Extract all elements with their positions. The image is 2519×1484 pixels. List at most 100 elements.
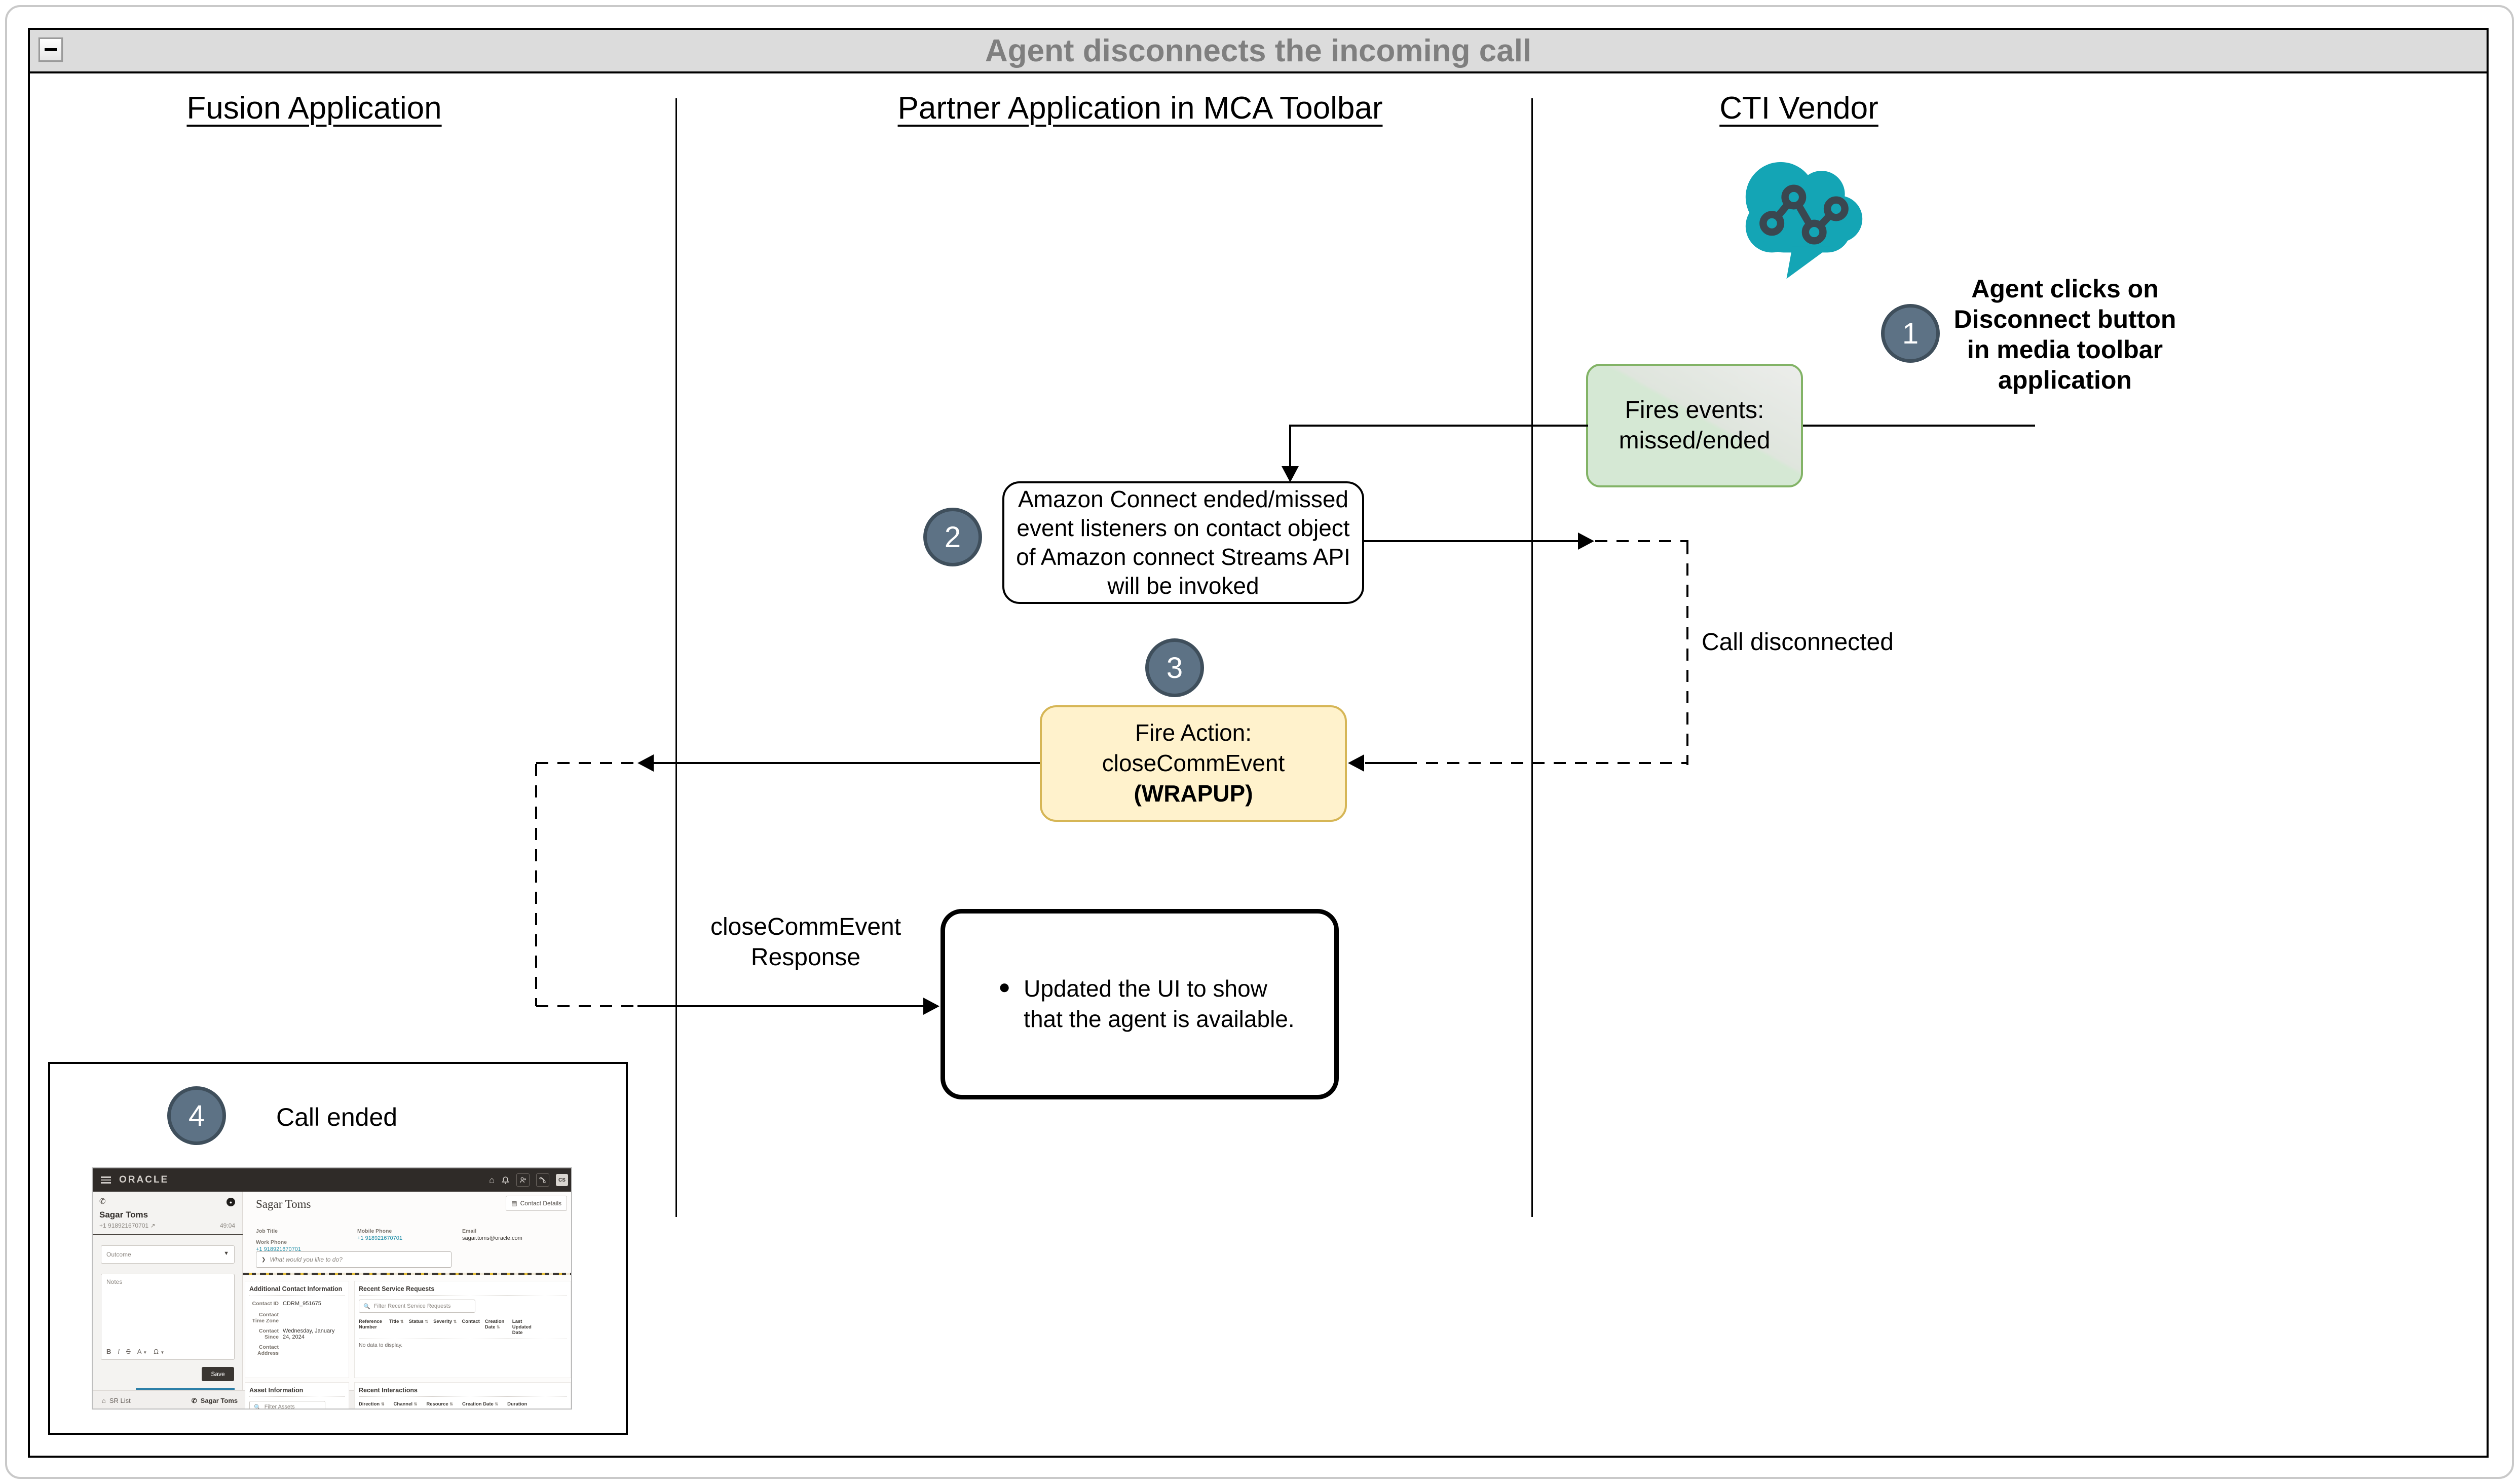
document-icon: ▤ — [511, 1200, 517, 1207]
ui-updated-box: ● Updated the UI to show that the agent … — [941, 909, 1339, 1099]
call-timer: 49:04 — [219, 1222, 235, 1229]
notes-textarea[interactable]: Notes B I S A ▼ Ω ▼ — [101, 1274, 235, 1360]
box-line: event listeners on contact object — [1017, 514, 1350, 541]
box-line: Fires events: — [1625, 397, 1764, 424]
font-color-icon[interactable]: A ▼ — [137, 1348, 147, 1355]
mobile-phone-label: Mobile Phone — [357, 1228, 392, 1234]
action-search-input[interactable]: ❯ What would you like to do? — [256, 1251, 452, 1268]
search-icon: 🔍 — [363, 1303, 370, 1310]
box-line: closeCommEvent — [1102, 750, 1285, 777]
search-placeholder: What would you like to do? — [270, 1256, 343, 1263]
annotation-line: Agent clicks on — [1971, 275, 2159, 303]
chevron-right-icon: ❯ — [261, 1257, 266, 1263]
bullet-text: Updated the UI to show that the agent is… — [1024, 975, 1295, 1032]
arrowhead-left — [1348, 754, 1364, 772]
rsr-filter-input[interactable]: 🔍 Filter Recent Service Requests — [359, 1300, 475, 1313]
dashed-return-h2 — [536, 1005, 637, 1007]
ri-col[interactable]: Duration — [507, 1401, 528, 1407]
asset-filter-input[interactable]: 🔍 Filter Assets — [249, 1401, 325, 1410]
strikethrough-icon[interactable]: S — [126, 1348, 131, 1355]
omega-icon[interactable]: Ω ▼ — [154, 1348, 165, 1355]
hamburger-icon[interactable] — [101, 1175, 111, 1185]
recent-service-requests-card: Recent Service Requests 🔍 Filter Recent … — [354, 1281, 571, 1378]
fires-events-box: Fires events: missed/ended — [1586, 364, 1803, 487]
job-title-label: Job Title — [256, 1228, 278, 1234]
lane-header-fusion: Fusion Application — [186, 91, 442, 126]
step-number: 2 — [944, 520, 961, 554]
ri-col[interactable]: Creation Date ⇅ — [462, 1401, 499, 1407]
bell-icon[interactable] — [501, 1176, 510, 1185]
step-badge-3: 3 — [1145, 638, 1204, 697]
panel-divider — [93, 1234, 243, 1235]
call-disconnected-label: Call disconnected — [1702, 629, 1894, 656]
mobile-phone-value[interactable]: +1 918921670701 — [357, 1235, 403, 1241]
ri-col[interactable]: Resource ⇅ — [426, 1401, 454, 1407]
call-ended-label: Call ended — [276, 1103, 398, 1131]
connector-box2-right — [1364, 540, 1579, 542]
card-title: Asset Information — [249, 1387, 345, 1397]
chevron-down-icon: ▼ — [223, 1250, 229, 1257]
dashed-return-h1 — [536, 762, 635, 764]
rsr-col[interactable]: Contact — [462, 1319, 480, 1324]
label-line: closeCommEvent — [710, 914, 901, 940]
diagram-frame — [28, 28, 2489, 1458]
lifeline-fusion-partner — [675, 98, 677, 1217]
softphone-panel: ✆ ● Sagar Toms +1 918921670701 ↗ 49:04 O… — [93, 1192, 243, 1390]
rsr-col[interactable]: Status ⇅ — [408, 1319, 429, 1324]
connector-into-yellow — [1365, 762, 1408, 764]
ri-col[interactable]: Channel ⇅ — [393, 1401, 418, 1407]
lane-header-cti: CTI Vendor — [1719, 91, 1878, 126]
tab-sr-list[interactable]: ⌂ SR List — [102, 1397, 131, 1404]
button-label: Contact Details — [520, 1200, 561, 1207]
caller-name: Sagar Toms — [99, 1210, 148, 1220]
response-label: closeCommEvent Response — [669, 912, 943, 973]
phone-toolbar-icon[interactable] — [536, 1173, 549, 1187]
italic-icon[interactable]: I — [118, 1348, 120, 1355]
annotation-line: Disconnect button — [1953, 305, 2176, 333]
diagram-title: Agent disconnects the incoming call — [985, 33, 1532, 68]
agent-status-icon[interactable] — [516, 1173, 530, 1187]
address-label: Contact Address — [257, 1344, 279, 1356]
filter-placeholder: Filter Recent Service Requests — [373, 1303, 451, 1309]
box-line: (WRAPUP) — [1134, 780, 1253, 807]
arrowhead-left — [637, 754, 654, 772]
collapse-button[interactable] — [39, 37, 63, 62]
contact-heading: Sagar Toms — [256, 1198, 311, 1210]
search-icon: 🔍 — [254, 1404, 261, 1410]
rsr-col[interactable]: Last Updated Date — [512, 1319, 532, 1336]
rsr-col[interactable]: Reference Number — [359, 1319, 382, 1330]
box-line: Fire Action: — [1135, 719, 1252, 746]
bold-icon[interactable]: B — [106, 1348, 111, 1355]
ri-col[interactable]: Direction ⇅ — [359, 1401, 385, 1407]
tz-label: Contact Time Zone — [252, 1312, 279, 1324]
diagram-title-bar: Agent disconnects the incoming call — [30, 30, 2487, 73]
box-line: Amazon Connect ended/missed — [1018, 485, 1349, 512]
rsr-col[interactable]: Severity ⇅ — [433, 1319, 457, 1324]
since-label: Contact Since — [258, 1328, 279, 1340]
tab-label: SR List — [109, 1397, 131, 1404]
oracle-logo: ORACLE — [119, 1174, 169, 1185]
selection-ants-divider — [243, 1273, 571, 1275]
save-button[interactable]: Save — [202, 1367, 234, 1381]
dashed-connector-h2 — [1405, 762, 1688, 764]
rsr-col[interactable]: Title ⇅ — [389, 1319, 404, 1324]
arrowhead-right — [923, 998, 939, 1015]
caller-phone: +1 918921670701 ↗ — [99, 1222, 156, 1229]
step-badge-4: 4 — [167, 1086, 226, 1145]
avatar[interactable]: CS — [556, 1174, 568, 1186]
asset-information-card: Asset Information 🔍 Filter Assets — [245, 1382, 349, 1410]
work-phone-label: Work Phone — [256, 1239, 287, 1245]
app-top-bar: ORACLE ⌂ CS — [93, 1168, 571, 1192]
dashed-connector-v1 — [1686, 542, 1688, 765]
email-value: sagar.toms@oracle.com — [462, 1235, 522, 1241]
rsr-col[interactable]: Creation Date ⇅ — [484, 1319, 505, 1330]
work-phone-value[interactable]: +1 918921670701 — [256, 1246, 302, 1252]
home-icon[interactable]: ⌂ — [489, 1174, 495, 1185]
contact-details-button[interactable]: ▤ Contact Details — [506, 1196, 567, 1211]
outcome-select[interactable]: Outcome ▼ — [101, 1245, 235, 1264]
lifeline-partner-cti — [1531, 98, 1533, 1217]
minus-icon — [45, 48, 57, 51]
connector-response — [637, 1005, 924, 1007]
page-border — [5, 5, 2514, 1479]
home-icon: ⌂ — [102, 1397, 106, 1404]
